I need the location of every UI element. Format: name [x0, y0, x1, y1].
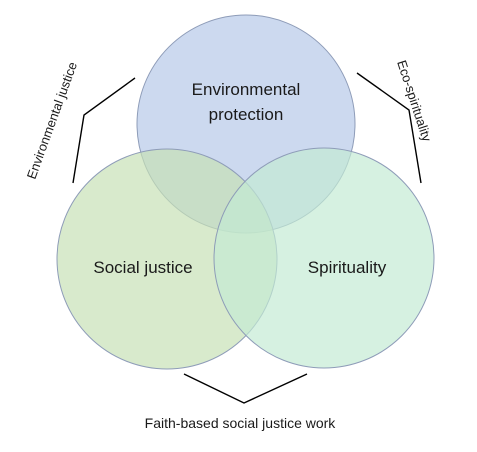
bracket-faith-based-social-justice — [183, 373, 308, 404]
label-social-justice: Social justice — [93, 258, 192, 277]
label-environmental-protection-line2: protection — [209, 105, 284, 124]
bracket-environmental-justice — [72, 77, 136, 184]
bracket-eco-spirituality — [356, 72, 422, 184]
label-faith-based-social-justice-work: Faith-based social justice work — [145, 415, 337, 431]
circle-spirituality — [213, 147, 435, 369]
label-eco-spirituality: Eco-spirituality — [394, 58, 435, 143]
label-environmental-protection-line1: Environmental — [192, 80, 301, 99]
label-spirituality: Spirituality — [308, 258, 387, 277]
label-environmental-justice: Environmental justice — [24, 60, 80, 181]
